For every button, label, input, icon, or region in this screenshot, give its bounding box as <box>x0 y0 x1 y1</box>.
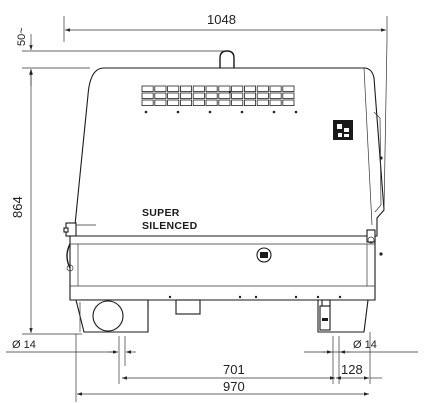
base-length-value: 970 <box>223 379 245 394</box>
hole-left-value: Ø 14 <box>12 339 36 351</box>
vent-cell <box>192 85 205 92</box>
overall-height-value: 864 <box>10 196 25 218</box>
vent-cell <box>218 85 231 92</box>
vent-cell <box>205 92 218 99</box>
canopy <box>74 67 385 237</box>
vent-cell <box>154 92 167 99</box>
vent-cell <box>167 99 180 106</box>
vent-cell <box>269 85 282 92</box>
dim-hole-spacing: 701 128 <box>122 332 382 384</box>
hole-right-value: Ø 14 <box>353 339 377 351</box>
vent-cell <box>269 92 282 99</box>
vent-cell <box>192 92 205 99</box>
overall-length-value: 1048 <box>207 12 236 27</box>
vent-grille-dots <box>144 90 298 114</box>
vent-cell <box>179 99 192 106</box>
vent-cell <box>231 99 244 106</box>
vent-cell <box>231 85 244 92</box>
vent-cell <box>218 92 231 99</box>
vent-grille <box>141 85 295 106</box>
vent-cell <box>269 99 282 106</box>
vent-cell <box>192 99 205 106</box>
lower-components <box>75 299 369 333</box>
vent-cell <box>231 92 244 99</box>
base-frame <box>69 235 376 301</box>
dim-overall-height: 864 <box>10 70 82 335</box>
hole-offset-value: 128 <box>341 362 363 377</box>
vent-cell <box>282 99 295 106</box>
vent-cell <box>256 92 269 99</box>
brand-line-1: SUPER <box>142 207 180 219</box>
vent-cell <box>243 85 256 92</box>
vent-cell <box>243 92 256 99</box>
vent-cell <box>141 85 154 92</box>
lifting-eye <box>219 50 235 68</box>
dim-base-length: 970 <box>75 334 369 402</box>
dim-hole-right: Ø 14 <box>304 336 418 384</box>
lift-clearance-value: 50~ <box>16 27 28 46</box>
left-hook <box>66 243 71 269</box>
vent-cell <box>154 99 167 106</box>
generator-body: SUPER SILENCED <box>63 50 385 333</box>
vent-cell <box>256 85 269 92</box>
vent-cell <box>141 92 154 99</box>
vent-cell <box>205 85 218 92</box>
control-emblem-icon <box>256 247 272 263</box>
vent-cell <box>256 99 269 106</box>
vent-cell <box>179 85 192 92</box>
vent-cell <box>218 99 231 106</box>
vent-cell <box>167 92 180 99</box>
vent-cell <box>282 92 295 99</box>
logo-badge-icon <box>333 120 353 140</box>
vent-cell <box>141 99 154 106</box>
hole-spacing-value: 701 <box>223 362 245 377</box>
dim-overall-length: 1048 <box>63 12 388 211</box>
vent-cell <box>179 92 192 99</box>
base-bolts <box>168 295 342 299</box>
vent-cell <box>205 99 218 106</box>
vent-cell <box>282 85 295 92</box>
vent-cell <box>167 85 180 92</box>
dim-hole-left: Ø 14 <box>6 336 136 384</box>
brand-line-2: SILENCED <box>142 220 198 232</box>
vent-cell <box>154 85 167 92</box>
vent-cell <box>243 99 256 106</box>
